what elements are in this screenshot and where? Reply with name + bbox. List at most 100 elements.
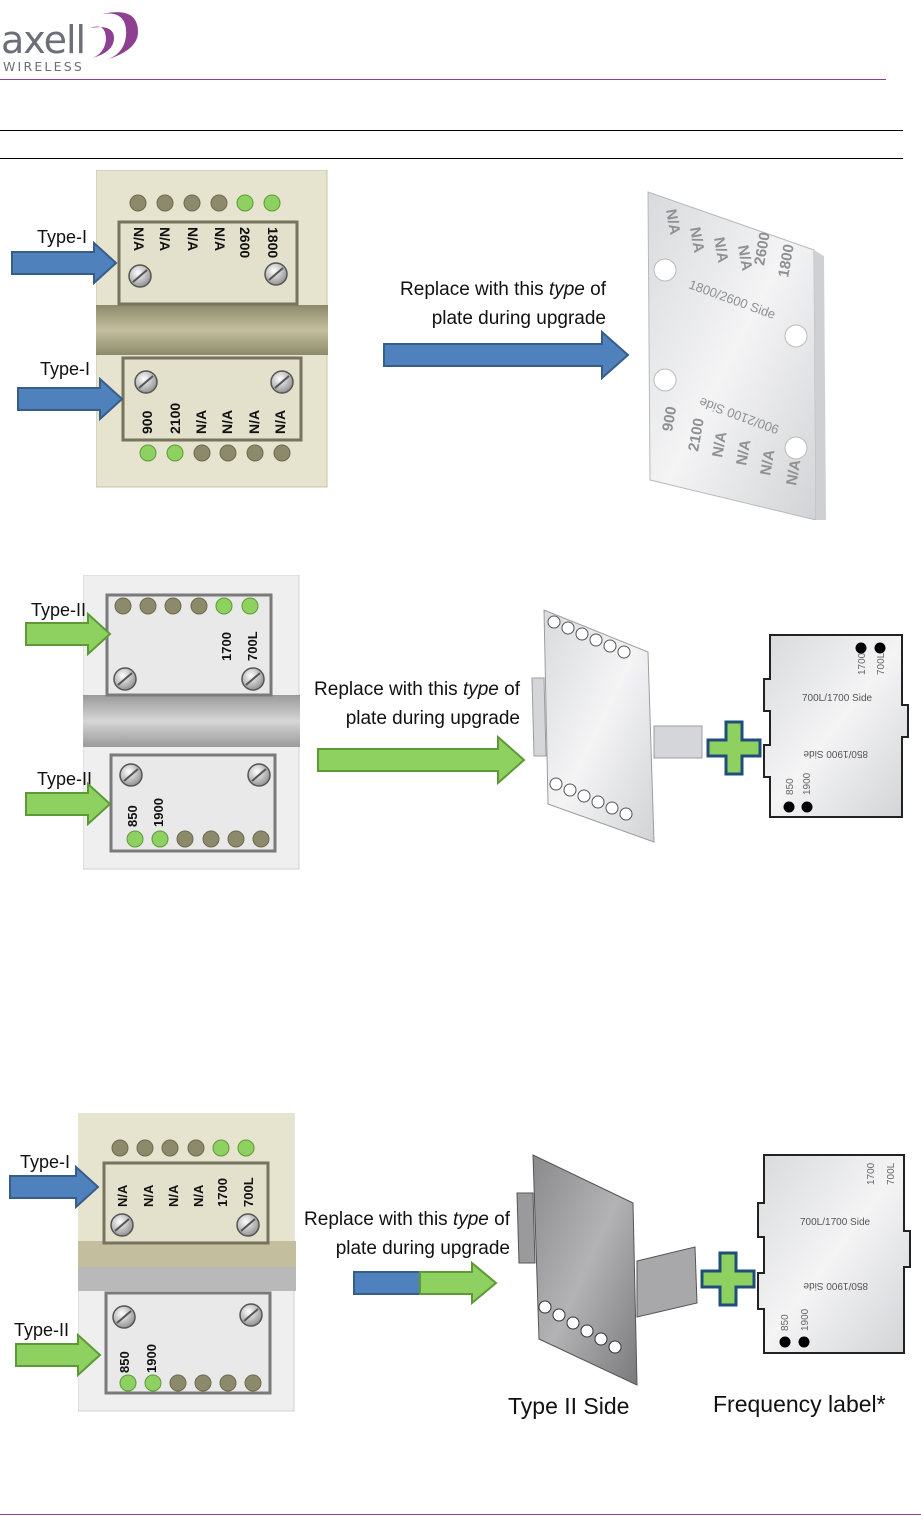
connector-dot (252, 830, 270, 848)
figure-3: N/A N/A N/A N/A 1700 700L 850 1900 Type-… (0, 1105, 921, 1435)
connector-dot (161, 1139, 179, 1157)
plate-hole (575, 627, 589, 641)
plate-hole (605, 801, 619, 815)
figure3-new-plate (516, 1154, 698, 1386)
figure3-current-plates: N/A N/A N/A N/A 1700 700L 850 1900 (78, 1113, 296, 1412)
new-plate-band: N/A (733, 438, 754, 467)
type-label-top: Type-II (31, 600, 87, 620)
band-label: 1900 (151, 798, 166, 827)
connector-dot (210, 194, 228, 212)
plate-hole (561, 621, 575, 635)
connector-dot (273, 444, 291, 462)
band-label: N/A (131, 227, 147, 251)
plate-hole (619, 807, 633, 821)
band-dot (798, 1336, 810, 1348)
new-plate-band: N/A (710, 236, 731, 265)
label-side: 700L/1700 Side (800, 1217, 871, 1228)
connector-dot (236, 194, 254, 212)
new-plate-band: N/A (757, 448, 778, 477)
band-dot (783, 801, 795, 813)
table-rule-top (0, 130, 903, 131)
label-side: 850/1900 Side (803, 748, 868, 759)
plate-caption: Type II Side (508, 1393, 630, 1419)
label-band: 1900 (800, 1308, 811, 1331)
plus-icon (706, 720, 762, 776)
replace-arrow-icon (353, 1261, 498, 1305)
type-label-bottom: Type-II (14, 1320, 70, 1340)
label-band: 1700 (857, 652, 868, 675)
logo-subtitle: WIRELESS (3, 59, 84, 74)
figure1-caption: Replace with this type of plate during u… (400, 279, 606, 329)
new-plate-band: 2100 (685, 417, 708, 453)
new-plate-band: N/A (686, 226, 707, 255)
connector-dot (190, 597, 208, 615)
band-label: N/A (219, 410, 235, 434)
label-band: 1700 (866, 1162, 877, 1185)
connector-dot (126, 830, 144, 848)
plate-hole (577, 789, 591, 803)
connector-dot (151, 830, 169, 848)
connector-dot (119, 1374, 137, 1392)
band-label: 900 (139, 410, 155, 434)
figure2-caption: Replace with this type of plate during u… (314, 679, 520, 729)
band-label: 2100 (167, 403, 183, 434)
label-band: 700L (886, 1162, 897, 1185)
band-dot (874, 642, 886, 654)
figure1-current-plates: N/A N/A N/A N/A 2600 1800 900 2100 N/A N… (96, 170, 328, 488)
band-label: N/A (166, 1184, 181, 1207)
plate-hole (594, 1332, 608, 1346)
connector-dot (114, 597, 132, 615)
connector-dot (136, 1139, 154, 1157)
label-band: 850 (785, 778, 796, 795)
label-band: 700L (876, 652, 887, 675)
band-dot (801, 801, 813, 813)
plate-hole (589, 633, 603, 647)
plate-hole (547, 615, 561, 629)
connector-dot (164, 597, 182, 615)
connector-dot (156, 194, 174, 212)
plate-hole (549, 777, 563, 791)
type2-arrow-icon (15, 1333, 102, 1377)
band-label: 1900 (144, 1344, 159, 1373)
band-label: 2600 (237, 227, 253, 258)
label-side: 850/1900 Side (803, 1280, 868, 1291)
connector-dot (166, 444, 184, 462)
connector-dot (237, 1139, 255, 1157)
plate-hole (552, 1308, 566, 1322)
table-rule-bottom (0, 158, 903, 159)
type1-arrow-icon (9, 1165, 100, 1209)
connector-dot (183, 194, 201, 212)
header-divider (0, 79, 886, 80)
new-plate-band: N/A (662, 208, 683, 237)
figure-2: 1700 700L 850 1900 Type-II Type-II Repla… (0, 570, 921, 880)
connector-dot (212, 1139, 230, 1157)
type2-arrow-icon (25, 612, 112, 656)
label-band: 850 (780, 1314, 791, 1331)
connector-dot (202, 830, 220, 848)
type2-arrow-icon (25, 782, 112, 826)
logo: axell WIRELESS (0, 0, 150, 75)
connector-dot (111, 1139, 129, 1157)
band-label: 1700 (219, 632, 234, 661)
band-label: N/A (185, 227, 201, 251)
frequency-label-caption: Frequency label* (713, 1391, 886, 1417)
plate-hole (538, 1300, 552, 1314)
figure2-frequency-label: 1700 700L 700L/1700 Side 850/1900 Side 8… (763, 634, 909, 818)
figure3-frequency-label: 1700 700L 700L/1700 Side 850/1900 Side 8… (757, 1154, 911, 1354)
connector-dot (144, 1374, 162, 1392)
new-plate-band: 2600 (751, 231, 774, 267)
footer-divider (0, 1514, 921, 1515)
connector-dot (219, 1374, 237, 1392)
new-plate-band: 1800 (775, 243, 798, 279)
connector-dot (194, 1374, 212, 1392)
connector-dot (227, 830, 245, 848)
connector-dot (139, 597, 157, 615)
plate-hole (563, 783, 577, 797)
type1-arrow-icon (11, 241, 118, 285)
figure2-new-plate (531, 609, 703, 843)
band-label: N/A (191, 1184, 206, 1207)
band-label: N/A (157, 227, 173, 251)
replace-arrow-icon (383, 330, 630, 380)
type-label-bottom: Type-I (40, 359, 91, 379)
band-label: N/A (115, 1184, 130, 1207)
